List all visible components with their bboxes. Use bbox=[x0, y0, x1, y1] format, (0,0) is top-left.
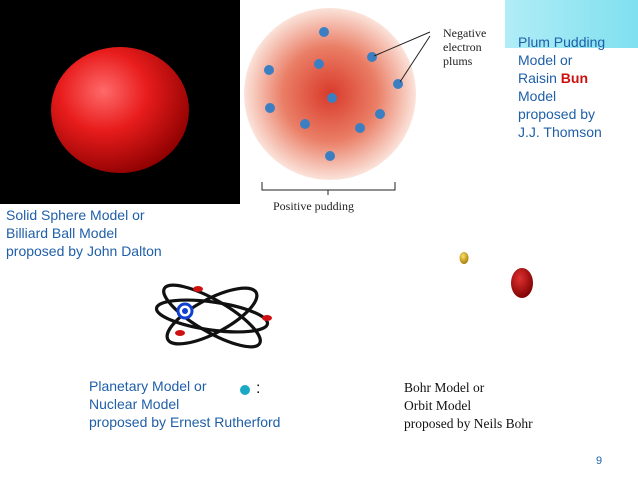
caption-line: Raisin Bun bbox=[518, 69, 636, 87]
negative-label-1: Negative bbox=[443, 26, 486, 40]
bullet-dot bbox=[240, 385, 250, 395]
electron bbox=[327, 93, 337, 103]
caption-line: proposed by bbox=[518, 105, 636, 123]
bohr-atom-illustration bbox=[455, 248, 535, 308]
electron bbox=[264, 65, 274, 75]
caption-line: Billiard Ball Model bbox=[6, 224, 236, 242]
positive-label: Positive pudding bbox=[273, 199, 354, 213]
caption-line: Nuclear Model bbox=[89, 395, 349, 413]
negative-label-2: electron bbox=[443, 40, 482, 54]
caption-line: Orbit Model bbox=[404, 397, 604, 415]
caption-line: proposed by Neils Bohr bbox=[404, 415, 604, 433]
caption-line: Model bbox=[518, 87, 636, 105]
electron bbox=[300, 119, 310, 129]
rutherford-caption: Planetary Model or Nuclear Model propose… bbox=[89, 377, 349, 431]
electron bbox=[367, 52, 377, 62]
negative-label-3: plums bbox=[443, 54, 473, 68]
solid-sphere-illustration bbox=[0, 0, 240, 204]
thomson-image: Negative electron plums Positive pudding bbox=[240, 0, 505, 214]
dalton-caption: Solid Sphere Model or Billiard Ball Mode… bbox=[6, 206, 236, 260]
positive-bracket bbox=[262, 182, 395, 190]
nucleus-core bbox=[182, 308, 188, 314]
electron bbox=[355, 123, 365, 133]
orbit bbox=[160, 278, 264, 354]
caption-line: Bohr Model or bbox=[404, 379, 604, 397]
colon-mark: : bbox=[256, 380, 260, 398]
electron bbox=[265, 103, 275, 113]
electron bbox=[325, 151, 335, 161]
caption-line: Plum Pudding bbox=[518, 33, 636, 51]
electron bbox=[175, 330, 185, 336]
orbit bbox=[155, 294, 270, 337]
electron bbox=[314, 59, 324, 69]
thomson-caption: Plum Pudding Model or Raisin Bun Model p… bbox=[518, 33, 636, 141]
rutherford-atom-illustration bbox=[150, 278, 280, 368]
electron bbox=[319, 27, 329, 37]
electron bbox=[375, 109, 385, 119]
nucleus bbox=[511, 268, 533, 298]
plum-pudding-illustration: Negative electron plums Positive pudding bbox=[240, 0, 505, 214]
dalton-image bbox=[0, 0, 240, 204]
bun-emphasis: Bun bbox=[561, 70, 588, 86]
orbits bbox=[155, 278, 270, 357]
caption-line: Model or bbox=[518, 51, 636, 69]
caption-line: proposed by Ernest Rutherford bbox=[89, 413, 349, 431]
electron bbox=[193, 286, 203, 292]
bohr-caption: Bohr Model or Orbit Model proposed by Ne… bbox=[404, 379, 604, 433]
caption-line: Planetary Model or bbox=[89, 377, 349, 395]
page-number: 9 bbox=[596, 455, 602, 467]
caption-line: Solid Sphere Model or bbox=[6, 206, 236, 224]
electron bbox=[460, 252, 469, 264]
electron bbox=[262, 315, 272, 321]
caption-line: J.J. Thomson bbox=[518, 123, 636, 141]
caption-line: proposed by John Dalton bbox=[6, 242, 236, 260]
raisin-prefix: Raisin bbox=[518, 70, 561, 86]
solid-sphere bbox=[51, 47, 189, 173]
